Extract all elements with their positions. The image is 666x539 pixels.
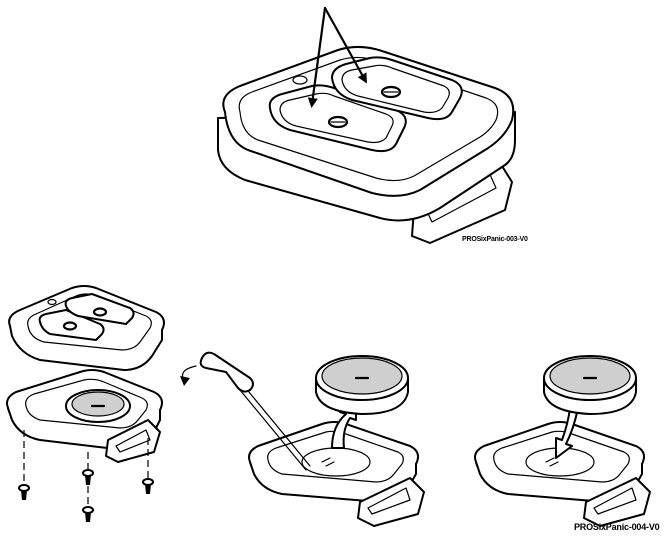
mounting-screw-left — [18, 484, 30, 500]
mounting-screw-right — [142, 478, 154, 494]
figure-caption-bottom: PROSixPanic-004-V0 — [574, 522, 660, 532]
battery-removal-step — [180, 351, 425, 527]
led-indicator — [292, 75, 308, 85]
battery-insertion-step — [474, 355, 651, 527]
coin-battery-new — [543, 355, 637, 415]
screwdriver-handle — [199, 351, 254, 393]
mounting-screw-bottom — [82, 506, 94, 522]
button-left-oval-mark — [327, 115, 349, 129]
button-right-oval-mark — [380, 85, 402, 99]
mounting-screw-middle — [82, 469, 94, 485]
press-arrow-right — [323, 6, 367, 84]
screwdriver-shaft — [239, 389, 307, 471]
coin-battery-removed — [315, 355, 409, 415]
assembled-panic-button — [217, 6, 516, 244]
exploded-view — [6, 285, 165, 522]
figure-caption-top: PROSixPanic-003-V0 — [462, 236, 528, 243]
press-arrow-left — [307, 6, 327, 108]
insert-arrow — [555, 407, 579, 459]
